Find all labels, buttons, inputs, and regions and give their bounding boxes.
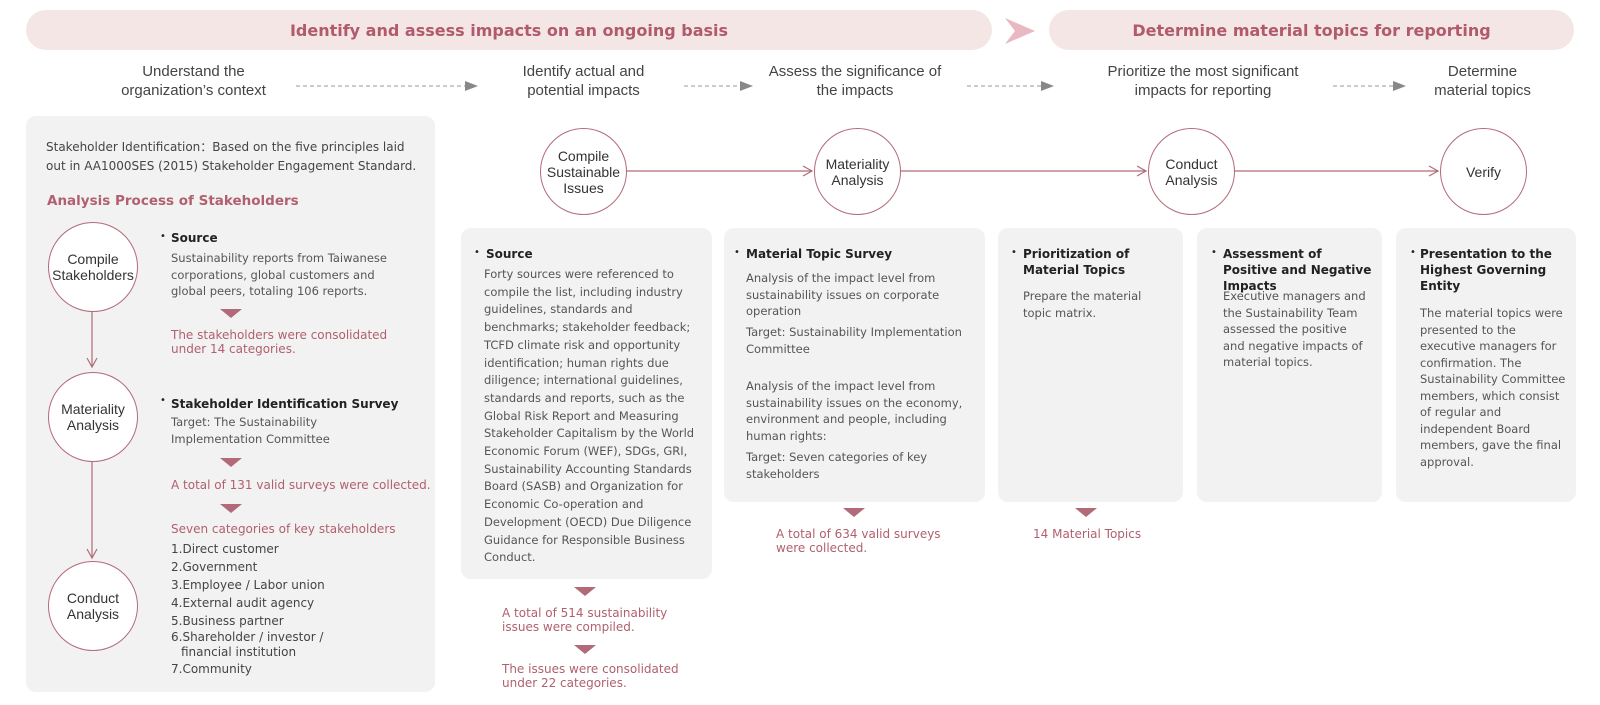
stakeholder-intro-text: Based on the five principles laid out in…: [46, 140, 417, 173]
category-item: 7.Community: [171, 662, 252, 676]
conduct-analysis-circle-left: Conduct Analysis: [48, 561, 138, 651]
survey-heading-left: Stakeholder Identification Survey: [171, 397, 399, 411]
category-item: 1.Direct customer: [171, 542, 279, 556]
stakeholder-title: Analysis Process of Stakeholders: [47, 193, 299, 209]
category-item: 4.External audit agency: [171, 596, 315, 610]
step-3: Assess the significance of the impacts: [768, 63, 942, 99]
col2-p3: Analysis of the impact level from sustai…: [746, 379, 963, 443]
down-triangle-icon: [220, 504, 242, 513]
seven-categories-title: Seven categories of key stakeholders: [171, 522, 396, 536]
col1-text: Forty sources were referenced to compile…: [484, 267, 695, 565]
banner-right-text: Determine material topics for reporting: [1132, 20, 1491, 40]
verify-label: Verify: [1465, 163, 1501, 180]
conduct-analysis-circle: Conduct Analysis: [1148, 128, 1235, 215]
presentation-panel: [1396, 228, 1576, 502]
materiality-analysis-label-left: Materiality Analysis: [61, 401, 125, 433]
category-item: financial institution: [181, 645, 297, 659]
compile-sustainable-issues-circle: Compile Sustainable Issues: [540, 128, 627, 215]
survey-bullet: •: [160, 395, 166, 406]
col3-bullet: •: [1011, 247, 1017, 258]
source-panel: [461, 228, 712, 579]
issues-consolidated-note: The issues were consolidated under 22 ca…: [502, 662, 679, 690]
down-triangle-icon: [843, 508, 865, 517]
chevron-right-icon: [1005, 18, 1035, 44]
surveys-collected-note-left: A total of 131 valid surveys were collec…: [171, 478, 431, 492]
step-5: Determine material topics: [1434, 63, 1531, 99]
down-triangle-icon: [220, 309, 242, 318]
col2-p4: Target: Seven categories of key stakehol…: [746, 450, 928, 481]
banner-left-text: Identify and assess impacts on an ongoin…: [289, 20, 729, 40]
step-1: Understand the organization’s context: [121, 63, 266, 99]
category-item: 3.Employee / Labor union: [171, 578, 325, 592]
col5-heading: Presentation to the Highest Governing En…: [1420, 247, 1552, 293]
stakeholder-intro-label: Stakeholder Identification：: [46, 140, 213, 154]
col2-bullet: •: [734, 247, 740, 258]
compile-sustainable-issues-label: Compile Sustainable Issues: [546, 147, 621, 196]
stakeholders-consolidated-note: The stakeholders were consolidated under…: [171, 328, 388, 356]
col2-p2: Target: Sustainability Implementation Co…: [746, 325, 962, 356]
col4-heading: Assessment of Positive and Negative Impa…: [1223, 247, 1372, 293]
col1-heading: Source: [486, 247, 533, 261]
down-triangle-icon: [1075, 508, 1097, 517]
left-vertical-arrows: [86, 311, 98, 560]
col4-bullet: •: [1211, 247, 1217, 258]
step-arrows: [296, 81, 1406, 91]
banner-right: Determine material topics for reporting: [1049, 10, 1574, 50]
col2-heading: Material Topic Survey: [746, 247, 893, 261]
verify-circle: Verify: [1440, 128, 1527, 215]
surveys-collected-note: A total of 634 valid surveys were collec…: [776, 527, 941, 555]
materiality-analysis-circle-left: Materiality Analysis: [48, 372, 138, 462]
issues-compiled-note: A total of 514 sustainability issues wer…: [502, 606, 668, 634]
source-heading-left: Source: [171, 231, 218, 245]
down-triangle-icon: [574, 645, 596, 654]
flow-arrows: [627, 165, 1440, 177]
col3-text: Prepare the material topic matrix.: [1023, 289, 1142, 320]
material-topic-survey-panel: [724, 228, 985, 502]
down-triangle-icon: [220, 458, 242, 467]
col5-bullet: •: [1410, 247, 1416, 258]
compile-stakeholders-circle: Compile Stakeholders: [48, 222, 138, 312]
banner-left: Identify and assess impacts on an ongoin…: [26, 10, 992, 50]
conduct-analysis-label: Conduct Analysis: [1165, 155, 1218, 188]
col1-bullet: •: [474, 247, 480, 258]
stakeholder-intro: Stakeholder Identification：Based on the …: [46, 138, 421, 176]
material-topics-count-note: 14 Material Topics: [1033, 527, 1142, 541]
source-bullet: •: [160, 231, 166, 242]
col5-text: The material topics were presented to th…: [1420, 306, 1566, 469]
seven-categories-list: 1.Direct customer 2.Government 3.Employe…: [171, 540, 371, 678]
down-triangle-icon: [574, 587, 596, 596]
category-item: 2.Government: [171, 560, 258, 574]
source-text-left: Sustainability reports from Taiwanese co…: [171, 251, 387, 298]
materiality-analysis-label: Materiality Analysis: [825, 155, 890, 188]
step-4: Prioritize the most significant impacts …: [1107, 63, 1299, 99]
step-2: Identify actual and potential impacts: [522, 63, 645, 99]
conduct-analysis-label-left: Conduct Analysis: [66, 590, 120, 622]
assessment-panel: [1197, 228, 1382, 502]
prioritization-panel: [998, 228, 1183, 502]
col3-heading: Prioritization of Material Topics: [1023, 247, 1130, 277]
col4-text: Executive managers and the Sustainabilit…: [1223, 289, 1366, 369]
compile-stakeholders-label: Compile Stakeholders: [52, 251, 134, 283]
materiality-analysis-circle: Materiality Analysis: [814, 128, 901, 215]
survey-text-left: Target: The Sustainability Implementatio…: [171, 415, 330, 446]
col2-p1: Analysis of the impact level from sustai…: [746, 271, 940, 318]
category-item: 6.Shareholder / investor /: [171, 630, 324, 644]
category-item: 5.Business partner: [171, 614, 284, 628]
